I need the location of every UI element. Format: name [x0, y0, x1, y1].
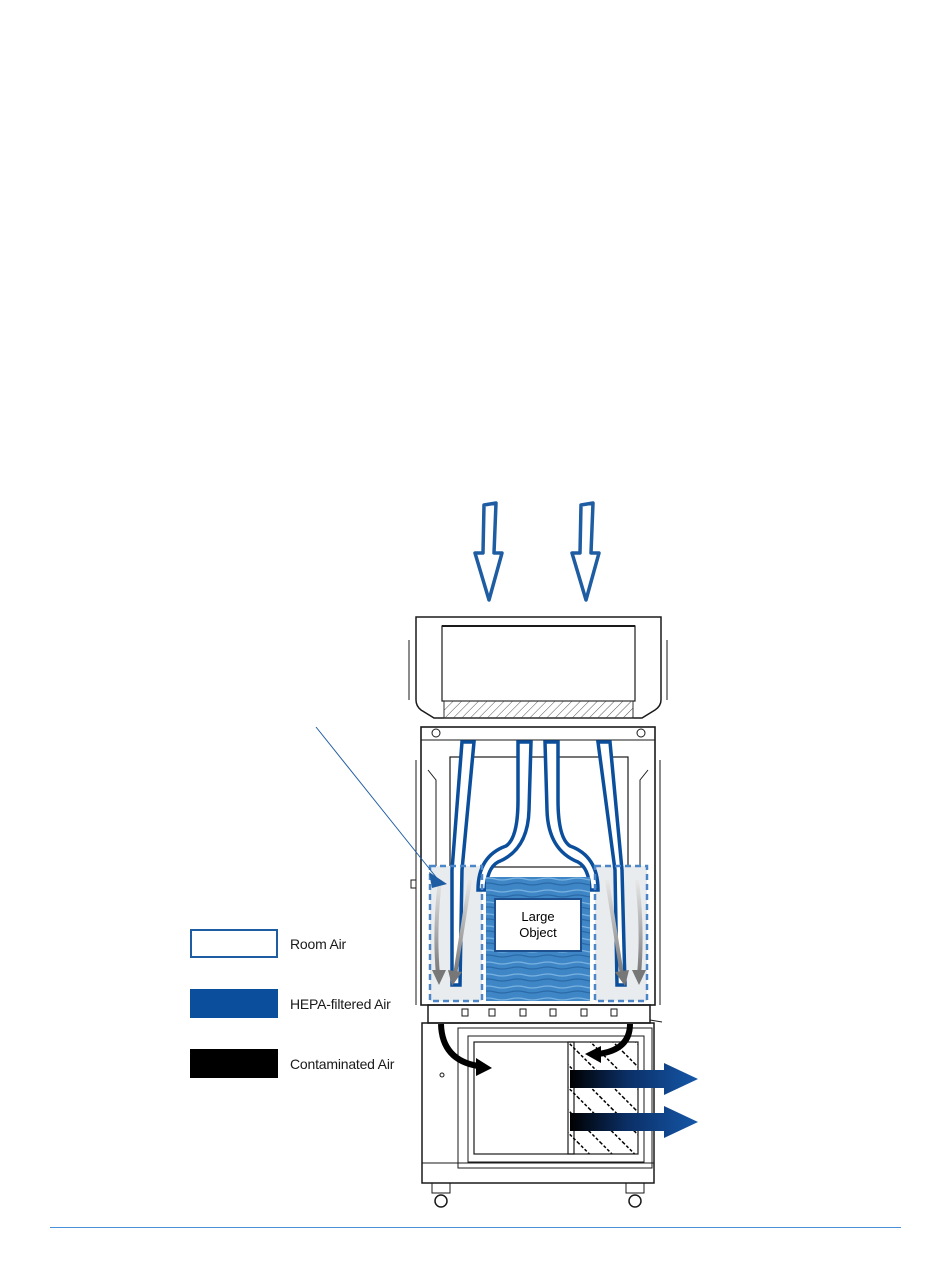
legend-label-contaminated-air: Contaminated Air	[290, 1056, 394, 1072]
cabinet-top-housing	[409, 617, 667, 718]
exhaust-filter	[568, 1042, 638, 1154]
room-air-arrow-left	[475, 503, 502, 600]
large-object-label: Large Object	[494, 898, 582, 952]
large-object-line1: Large	[521, 909, 554, 925]
legend-swatch-contaminated-air	[190, 1049, 278, 1078]
room-air-inlet-arrows	[475, 503, 599, 600]
legend-label-hepa-air: HEPA-filtered Air	[290, 996, 391, 1012]
worksurface-plate	[428, 1005, 662, 1023]
hepa-filter	[444, 701, 633, 718]
room-air-arrow-right	[572, 503, 599, 600]
legend-swatch-room-air	[190, 929, 278, 958]
footer-rule	[50, 1227, 901, 1228]
legend-swatch-hepa-air	[190, 989, 278, 1018]
legend-label-room-air: Room Air	[290, 936, 346, 952]
large-object-line2: Object	[519, 925, 557, 941]
leader-line	[316, 727, 447, 888]
